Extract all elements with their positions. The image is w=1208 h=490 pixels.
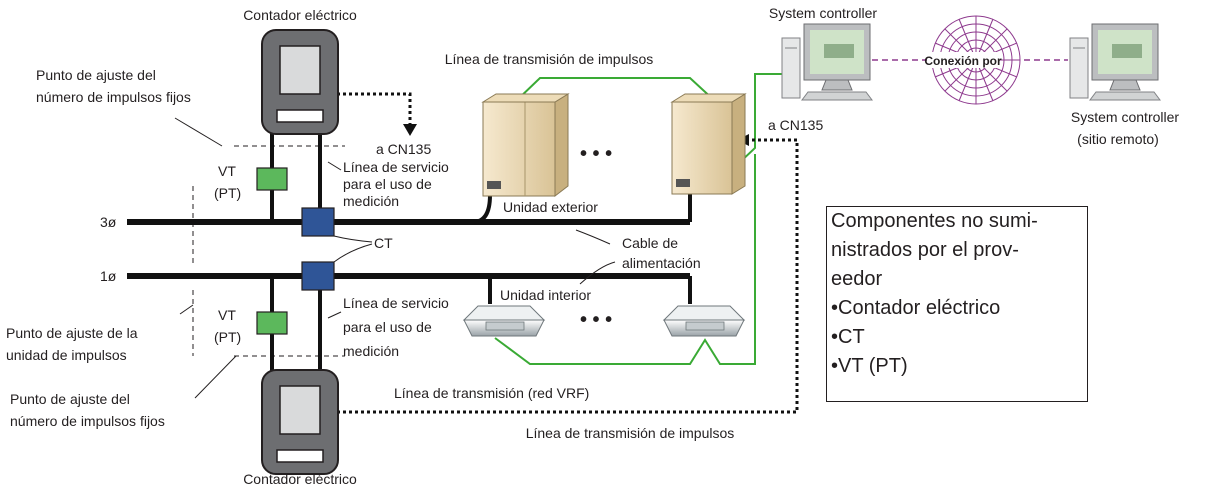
legend-line: •VT (PT) — [831, 355, 908, 377]
indoor-unit-label: Unidad interior — [500, 287, 591, 303]
outdoor-unit-2 — [670, 93, 747, 195]
fixed-pulse-top-label-2: número de impulsos fijos — [36, 89, 191, 105]
outdoor-unit-1 — [481, 93, 570, 198]
power-cable-label-2: alimentación — [622, 255, 701, 271]
power-cable-label-1: Cable de — [622, 235, 678, 251]
connection-label-bg — [927, 52, 999, 68]
one-phase-label: 1ø — [100, 268, 117, 284]
ellipsis-outdoor: • • • — [580, 143, 612, 165]
vt-bottom-label-2: (PT) — [214, 329, 241, 345]
service-bottom-label-2: para el uso de — [343, 319, 432, 335]
power-lines — [127, 190, 692, 304]
indoor-unit-2 — [662, 305, 746, 337]
non-supplied-components-legend: Componentes no sumi- nistrados por el pr… — [826, 206, 1088, 402]
pulse-unit-label-2: unidad de impulsos — [6, 347, 127, 363]
fixed-pulse-bottom-label-1: Punto de ajuste del — [10, 391, 130, 407]
remote-controller-label-2: (sitio remoto) — [1077, 131, 1159, 147]
ct-label: CT — [374, 235, 393, 251]
system-controller-label: System controller — [769, 5, 877, 21]
three-phase-label: 3ø — [100, 214, 117, 230]
ellipsis-indoor: • • • — [580, 309, 612, 331]
vt-top-label-2: (PT) — [214, 185, 241, 201]
pulse-line-bottom-label: Línea de transmisión de impulsos — [526, 425, 735, 441]
system-controller-computer — [781, 23, 873, 101]
service-top-label-2: para el uso de — [343, 176, 432, 192]
vt-bottom-label-1: VT — [218, 307, 236, 323]
indoor-unit-1 — [462, 305, 546, 337]
fixed-pulse-bottom-label-2: número de impulsos fijos — [10, 413, 165, 429]
legend-line: nistrados por el prov- — [831, 239, 1019, 261]
vt-top-label-1: VT — [218, 163, 236, 179]
vt-top — [256, 167, 288, 191]
fixed-pulse-top-label-1: Punto de ajuste del — [36, 67, 156, 83]
vt-bottom — [256, 311, 288, 335]
vrf-line-label: Línea de transmisión (red VRF) — [394, 385, 589, 401]
service-bottom-label-3: medición — [343, 343, 399, 359]
service-top-label-3: medición — [343, 193, 399, 209]
ct-top — [301, 207, 335, 237]
legend-line: Componentes no sumi- — [831, 210, 1038, 232]
meter-bottom — [261, 369, 339, 475]
meter-top-label: Contador eléctrico — [243, 7, 357, 23]
pulse-unit-label-1: Punto de ajuste de la — [6, 325, 138, 341]
a-cn135-right-label: a CN135 — [768, 117, 823, 133]
legend-line: eedor — [831, 268, 883, 290]
pulse-line-top-label: Línea de transmisión de impulsos — [445, 51, 654, 67]
remote-system-controller-computer — [1069, 23, 1161, 101]
connection-label: Conexión por — [924, 54, 1002, 68]
legend-line: •Contador eléctrico — [831, 297, 1001, 319]
service-top-label-1: Línea de servicio — [343, 159, 449, 175]
legend-line: •CT — [831, 326, 865, 348]
ct-bottom — [301, 261, 335, 291]
pulse-transmission-lines — [337, 92, 799, 414]
outdoor-unit-label: Unidad exterior — [503, 199, 598, 215]
service-bottom-label-1: Línea de servicio — [343, 295, 449, 311]
transmission-lines — [494, 73, 790, 365]
meter-bottom-label: Contador eléctrico — [243, 471, 357, 487]
a-cn135-left-label: a CN135 — [376, 141, 431, 157]
remote-controller-label-1: System controller — [1071, 109, 1179, 125]
meter-top — [261, 29, 339, 135]
leader-lines — [174, 117, 616, 399]
arrow-to-cn135-left — [403, 124, 417, 136]
